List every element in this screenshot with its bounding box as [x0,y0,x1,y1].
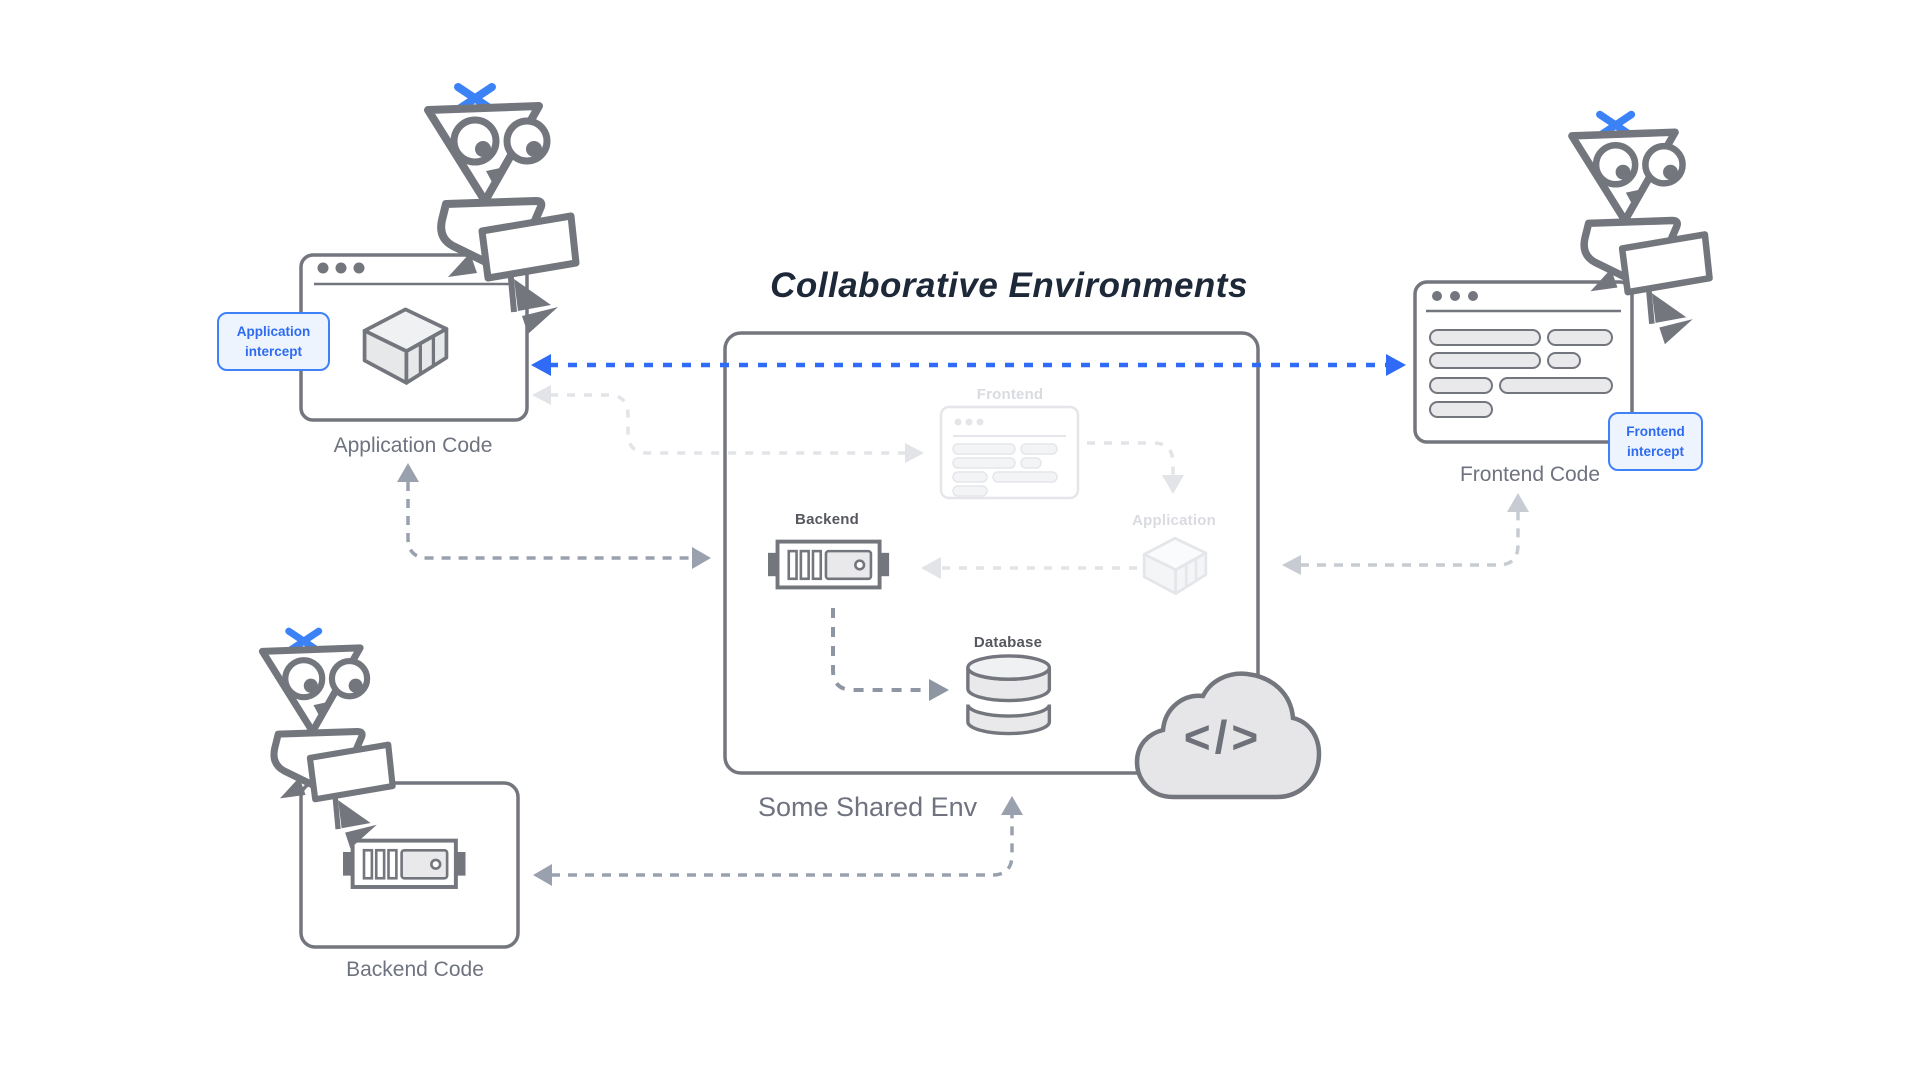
badge-line: Application [236,324,311,339]
arrow-backend-code-env [533,796,1023,886]
cloud-code-icon [1134,671,1322,800]
env-frontend-label: Frontend [976,386,1044,403]
window-controls-icon [954,418,984,426]
ui-skeleton-rows [952,443,1058,497]
arrow-env-frontend-application [1087,441,1184,494]
arrow-application-code-frontend-code [531,354,1406,376]
ui-skeleton-rows [1429,329,1613,418]
env-backend-label: Backend [795,511,859,528]
badge-line: Frontend [1626,424,1685,439]
env-database-label: Database [973,634,1043,651]
env-application-label: Application [1132,512,1216,529]
window-controls-icon [1432,291,1478,301]
backend-server-icon [341,838,468,889]
code-glyph: </> [1183,711,1263,763]
window-frontend-code [1413,280,1634,444]
env-frontend-window [939,405,1080,500]
badge-line: intercept [244,343,302,359]
arrow-application-code-env-backend [397,463,711,569]
env-backend-server-icon [766,539,892,590]
arrow-env-backend-database [831,608,949,701]
application-code-label: Application Code [333,434,493,457]
frontend-code-label: Frontend Code [1459,463,1601,486]
arrow-env-application-backend [921,557,1137,579]
backend-code-label: Backend Code [346,958,484,981]
arrow-env-frontend-code [1282,493,1529,575]
env-database-icon [966,654,1052,736]
badge-line: intercept [1626,443,1684,459]
frontend-intercept-badge: Frontend intercept [1608,412,1703,472]
application-intercept-badge: Application intercept [217,312,330,372]
shared-env-label: Some Shared Env [758,792,978,822]
window-controls-icon [317,262,365,274]
window-application-code [299,253,529,422]
arrow-application-code-env-frontend [532,385,924,463]
diagram-title: Collaborative Environments [770,266,1248,305]
